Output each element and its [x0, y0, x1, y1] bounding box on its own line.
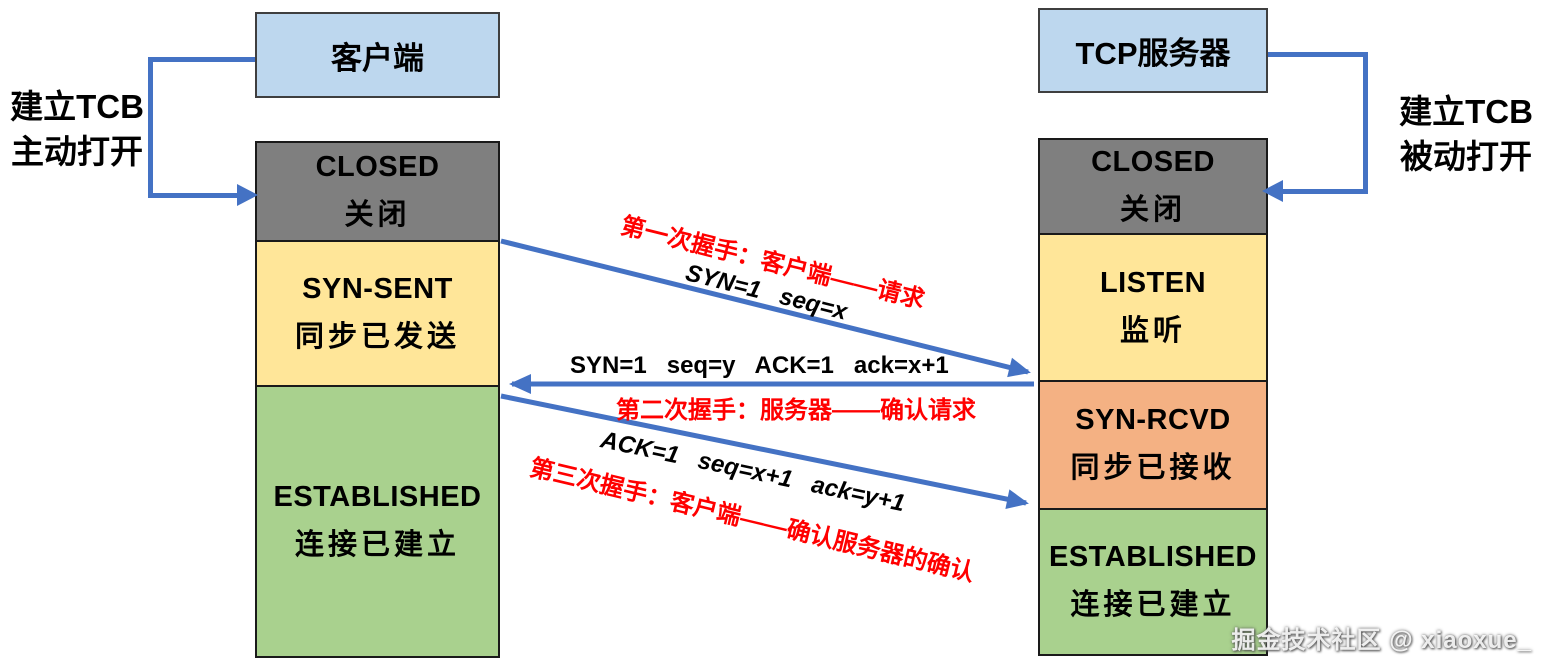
client-tcb-arrowhead-icon [237, 184, 258, 206]
handshake-arrow-3 [500, 393, 1029, 510]
handshake-arrow-1 [500, 238, 1031, 378]
state-name-zh: 连接已建立 [294, 528, 460, 561]
client-tcb-bracket-vertical [148, 57, 153, 198]
server-tcb-bracket-vertical [1363, 52, 1368, 194]
handshake2-flags: SYN=1 seq=y ACK=1 ack=x+1 [570, 352, 949, 379]
state-name: SYN-SENT [302, 272, 453, 305]
client-tcb-note: 建立TCB 主动打开 [2, 85, 152, 174]
state-name: SYN-RCVD [1075, 404, 1231, 436]
state-name: LISTEN [1099, 266, 1207, 299]
server-tcb-bracket-top [1268, 52, 1368, 57]
state-name: CLOSED [315, 150, 440, 183]
server-box: TCP服务器 [1038, 8, 1268, 93]
server-tcb-note: 建立TCB 被动打开 [1384, 90, 1548, 179]
tcb-note-line1: 建立TCB [1399, 93, 1533, 130]
tcb-note-line2: 主动打开 [11, 132, 143, 170]
watermark: 掘金技术社区 @ xiaoxue_ [1231, 627, 1532, 654]
server-title: TCP服务器 [1075, 36, 1231, 71]
client-box: 客户端 [255, 12, 500, 98]
server-state-listen: LISTEN 监听 [1038, 233, 1268, 382]
client-tcb-bracket-bottom [148, 193, 238, 198]
server-state-syn-rcvd: SYN-RCVD 同步已接收 [1038, 380, 1268, 510]
state-name: CLOSED [1091, 145, 1215, 178]
state-name-zh: 连接已建立 [1070, 589, 1236, 621]
state-name: ESTABLISHED [273, 480, 482, 513]
state-name-zh: 关闭 [344, 198, 411, 231]
client-state-established: ESTABLISHED 连接已建立 [255, 385, 500, 658]
handshake2-caption: 第二次握手：服务器——确认请求 [616, 397, 976, 424]
state-name-zh: 关闭 [1119, 193, 1186, 226]
state-name: ESTABLISHED [1049, 541, 1257, 573]
client-title: 客户端 [331, 40, 424, 76]
state-name-zh: 同步已接收 [1070, 452, 1236, 484]
server-tcb-arrowhead-icon [1262, 180, 1283, 202]
client-state-closed: CLOSED 关闭 [255, 141, 500, 242]
state-name-zh: 同步已发送 [294, 320, 460, 353]
client-state-syn-sent: SYN-SENT 同步已发送 [255, 240, 500, 387]
tcb-note-line1: 建立TCB [10, 88, 144, 125]
server-state-established: ESTABLISHED 连接已建立 [1038, 508, 1268, 656]
state-name-zh: 监听 [1119, 314, 1186, 347]
server-tcb-bracket-bottom [1283, 189, 1368, 194]
client-tcb-bracket-top [148, 57, 255, 62]
tcb-note-line2: 被动打开 [1400, 137, 1532, 175]
server-state-closed: CLOSED 关闭 [1038, 138, 1268, 235]
